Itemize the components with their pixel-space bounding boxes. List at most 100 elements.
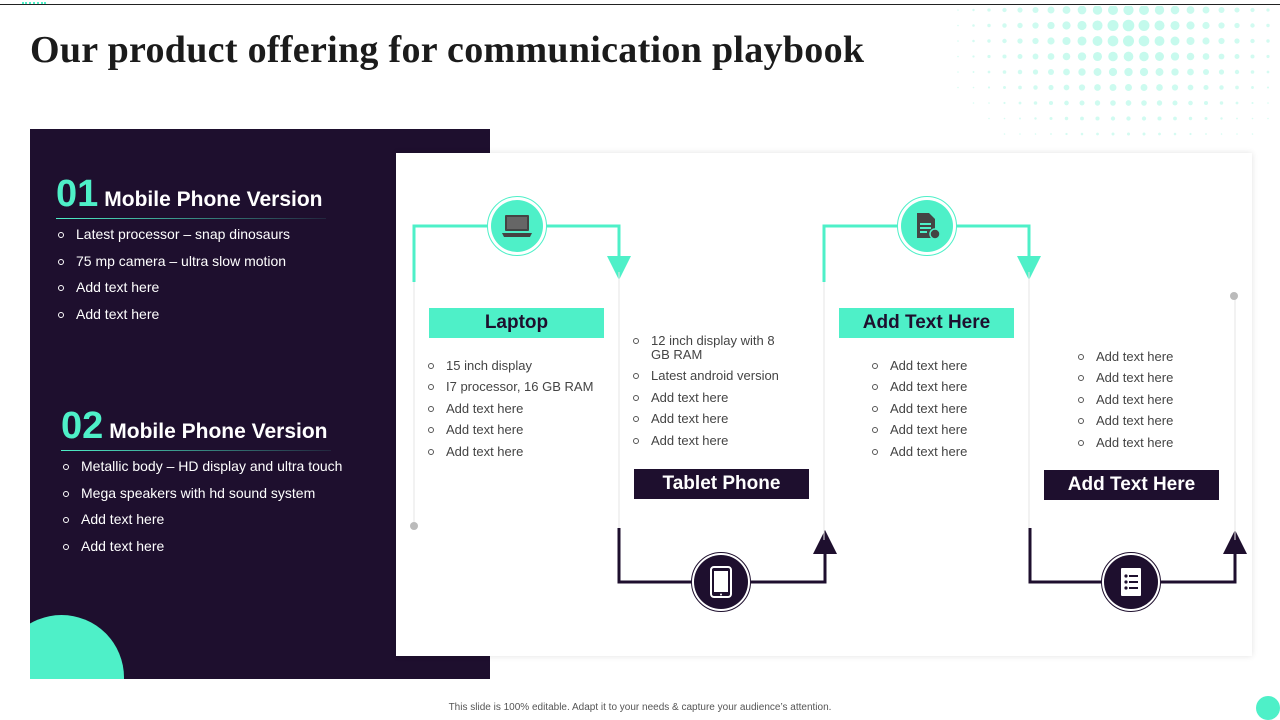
list-item: Add text here <box>1078 350 1208 364</box>
pattern-dot <box>1220 133 1223 135</box>
bullet-icon <box>58 285 64 291</box>
list-item: Add text here <box>61 537 342 564</box>
list-item-text: Add text here <box>81 537 165 554</box>
pattern-dot <box>1170 6 1180 15</box>
pattern-dot <box>1234 7 1240 13</box>
pattern-dot <box>957 9 959 11</box>
pattern-dot <box>1063 84 1070 91</box>
laptop-icon-badge <box>487 196 547 256</box>
pattern-dot <box>957 86 959 89</box>
list-item: Latest processor – snap dinosaurs <box>56 225 326 252</box>
pattern-dot <box>1109 84 1117 91</box>
pattern-dot <box>1077 20 1087 31</box>
list-item-text: Add text here <box>890 358 968 373</box>
pattern-dot <box>1236 133 1238 135</box>
pattern-dot <box>1187 68 1194 76</box>
bullet-icon <box>428 384 434 391</box>
pattern-dot <box>1220 117 1223 120</box>
list-item: 12 inch display with 8 GB RAM <box>633 334 793 362</box>
bullet-icon <box>633 416 639 423</box>
list-item-text: Add text here <box>1096 370 1174 386</box>
checklist-connector-right <box>1161 530 1247 584</box>
pattern-dot <box>1033 85 1038 90</box>
pattern-dot <box>1170 36 1180 46</box>
bullet-icon <box>633 338 639 344</box>
list-item-text: Add text here <box>651 432 729 448</box>
corner-dot-decoration <box>1256 696 1280 720</box>
top-rule <box>0 4 1280 5</box>
pattern-dot <box>1189 132 1192 136</box>
pattern-dot <box>988 117 990 120</box>
section-02-underline <box>61 450 331 451</box>
pattern-dot <box>1111 132 1115 136</box>
list-item-text: Add text here <box>446 422 524 438</box>
pattern-dot <box>1002 23 1007 28</box>
pattern-dot <box>1062 52 1071 61</box>
bullet-icon <box>633 437 639 444</box>
pattern-dot <box>1251 86 1254 89</box>
pattern-dot <box>957 40 959 42</box>
pattern-dot <box>1266 86 1270 89</box>
laptop-connector-right <box>547 224 631 280</box>
list-item: Mega speakers with hd sound system <box>61 484 342 511</box>
list-item-text: Add text here <box>890 400 968 416</box>
pattern-dot <box>1218 37 1225 45</box>
section-01-heading: 01 Mobile Phone Version <box>56 173 326 216</box>
bullet-icon <box>872 405 878 412</box>
pattern-dot <box>1019 117 1021 120</box>
bullet-icon <box>1078 418 1084 425</box>
bullet-icon <box>58 232 64 238</box>
list-item-text: Add text here <box>1096 413 1174 429</box>
list-item: Add text here <box>1078 414 1208 428</box>
bullet-icon <box>872 384 878 391</box>
footer-note: This slide is 100% editable. Adapt it to… <box>448 702 832 713</box>
top-tick-decoration <box>22 2 46 4</box>
pattern-dot <box>1138 20 1150 31</box>
pattern-dot <box>1250 7 1255 13</box>
bullet-icon <box>872 427 878 434</box>
pattern-dot <box>1218 69 1225 75</box>
pattern-dot <box>1186 6 1195 14</box>
laptop-list: 15 inch display I7 processor, 16 GB RAM … <box>428 359 608 466</box>
pattern-dot <box>1188 116 1193 121</box>
pattern-dot <box>1110 116 1116 121</box>
list-item-text: Add text here <box>651 389 729 405</box>
pattern-dot <box>1235 101 1239 105</box>
list-item: Add text here <box>428 444 608 459</box>
pattern-dot <box>1250 54 1255 59</box>
pattern-dot <box>1202 6 1210 14</box>
pattern-dot <box>1203 100 1209 106</box>
pattern-dot <box>1034 133 1037 135</box>
pattern-dot <box>1186 36 1195 46</box>
pattern-dot <box>1019 133 1021 135</box>
pattern-dot <box>1018 85 1022 90</box>
list-item: Add text here <box>56 305 326 332</box>
pattern-dot <box>1062 36 1071 46</box>
pattern-dot <box>1050 133 1052 135</box>
pattern-dot <box>1266 39 1270 43</box>
list-item-text: Add text here <box>81 511 165 527</box>
section-02-list: Metallic body – HD display and ultra tou… <box>61 457 342 563</box>
bullet-icon <box>63 464 69 470</box>
pattern-dot <box>1110 100 1116 106</box>
bullet-icon <box>428 363 434 369</box>
document-icon <box>917 213 941 240</box>
pattern-dot <box>972 71 975 73</box>
pattern-dot <box>1108 51 1118 62</box>
pattern-dot <box>1002 7 1007 13</box>
list-item-text: Mega speakers with hd sound system <box>81 484 316 501</box>
pattern-dot <box>988 102 990 104</box>
pattern-dot <box>1096 132 1099 136</box>
pattern-dot <box>987 86 991 89</box>
pattern-dot <box>1234 69 1240 75</box>
list-item-text: Add text here <box>76 305 160 322</box>
laptop-label: Laptop <box>429 308 604 338</box>
section-02-number: 02 <box>61 405 104 447</box>
pattern-dot <box>1002 38 1007 44</box>
pattern-dot <box>1156 100 1163 106</box>
list-item-text: Add text here <box>1096 391 1174 407</box>
list-item-text: Latest android version <box>651 368 779 384</box>
bullet-icon <box>633 394 639 401</box>
pattern-dot <box>1062 21 1071 30</box>
pattern-dot <box>1140 84 1148 91</box>
